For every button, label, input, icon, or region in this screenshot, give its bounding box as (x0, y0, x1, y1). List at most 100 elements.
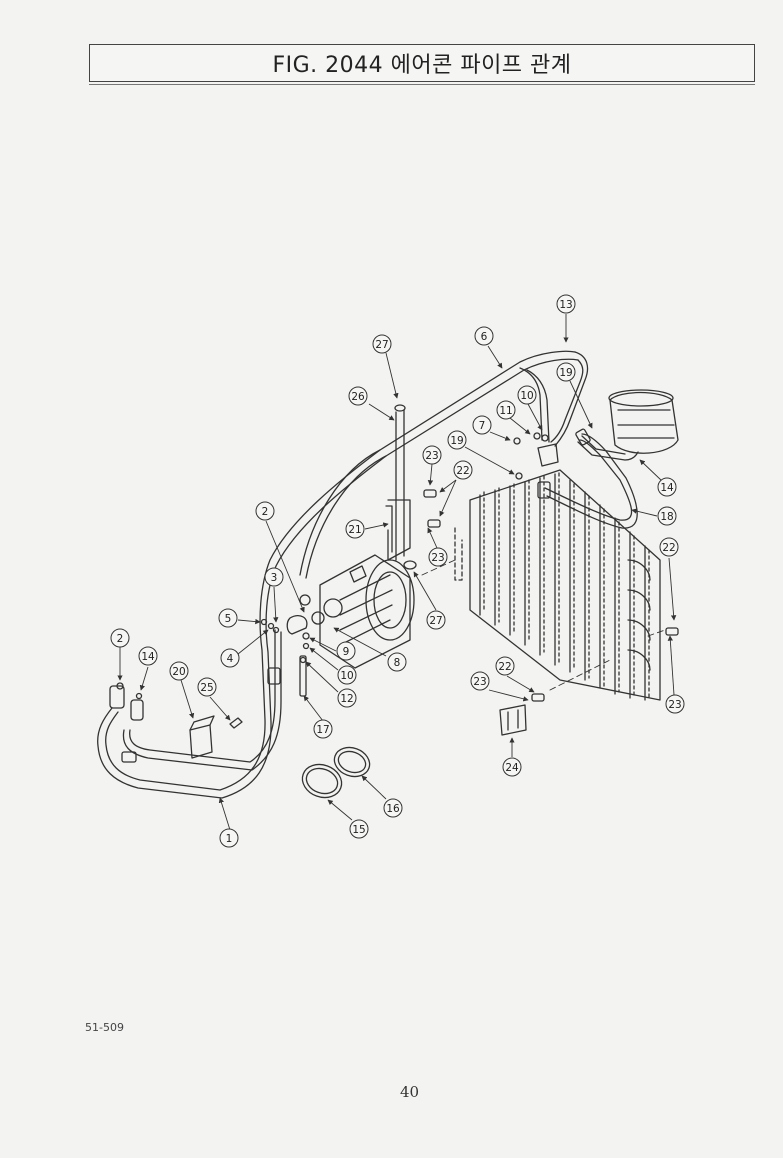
callout-2: 2 (110, 628, 130, 648)
callout-circle (447, 430, 467, 450)
drawing-code: 51-509 (85, 1021, 124, 1034)
callout-number: 2 (117, 633, 124, 645)
callout-circle (348, 386, 368, 406)
callout-circle (428, 547, 448, 567)
callout-number: 14 (660, 482, 674, 494)
compressor (299, 554, 415, 669)
callout-circle (220, 648, 240, 668)
callout-27: 27 (372, 334, 392, 354)
page-number: 40 (400, 1083, 420, 1101)
callout-number: 4 (227, 653, 234, 665)
callout-7: 7 (472, 415, 492, 435)
callout-8: 8 (387, 652, 407, 672)
callout-26: 26 (348, 386, 368, 406)
callout-number: 8 (394, 657, 401, 669)
callout-circle (337, 665, 357, 685)
callout-number: 20 (172, 666, 185, 678)
small-fittings (116, 432, 679, 729)
callout-16: 16 (383, 798, 403, 818)
leader-lines (117, 314, 677, 831)
callout-circle (372, 334, 392, 354)
callout-number: 15 (352, 824, 365, 836)
callout-1: 1 (219, 828, 239, 848)
callout-number: 25 (200, 682, 213, 694)
callout-circle (422, 445, 442, 465)
callout-number: 11 (499, 405, 512, 417)
callout-9: 9 (336, 641, 356, 661)
callout-5: 5 (218, 608, 238, 628)
callout-group: 1362726191011719232214182212327223549810… (110, 294, 685, 848)
callout-22: 22 (495, 656, 515, 676)
callout-number: 23 (473, 676, 486, 688)
callout-circle (349, 819, 369, 839)
callout-number: 13 (559, 299, 572, 311)
bracket-20 (189, 715, 215, 759)
callout-14: 14 (657, 477, 677, 497)
callout-12: 12 (337, 688, 357, 708)
callout-number: 17 (316, 724, 329, 736)
callout-circle (264, 567, 284, 587)
callout-circle (657, 506, 677, 526)
callout-number: 19 (559, 367, 572, 379)
callout-number: 23 (431, 552, 444, 564)
callout-number: 1 (226, 833, 233, 845)
bracket-21 (385, 404, 417, 570)
dashed-alignment-lines (421, 559, 666, 691)
callout-circle (665, 694, 685, 714)
callout-circle (472, 415, 492, 435)
callout-14: 14 (138, 646, 158, 666)
callout-number: 22 (662, 542, 675, 554)
callout-3: 3 (264, 567, 284, 587)
callout-number: 12 (340, 693, 353, 705)
callout-circle (470, 671, 490, 691)
callout-circle (474, 326, 494, 346)
callout-10: 10 (517, 385, 537, 405)
callout-11: 11 (496, 400, 516, 420)
callout-number: 9 (343, 646, 350, 658)
callout-circle (255, 501, 275, 521)
callout-circle (219, 828, 239, 848)
callout-circle (426, 610, 446, 630)
callout-number: 27 (375, 339, 388, 351)
callout-number: 19 (450, 435, 463, 447)
figure-title: FIG. 2044 에어콘 파이프 관계 (272, 53, 572, 78)
callout-21: 21 (345, 519, 365, 539)
pipe-6 (299, 350, 589, 579)
condenser-core (454, 469, 661, 701)
callout-19: 19 (447, 430, 467, 450)
pipe-19 (575, 428, 639, 461)
callout-23: 23 (665, 694, 685, 714)
callout-number: 6 (481, 331, 488, 343)
callout-13: 13 (556, 294, 576, 314)
callout-circle (496, 400, 516, 420)
callout-24: 24 (502, 757, 522, 777)
callout-25: 25 (197, 677, 217, 697)
callout-23: 23 (470, 671, 490, 691)
callout-number: 10 (340, 670, 353, 682)
callout-circle (110, 628, 130, 648)
callout-27: 27 (426, 610, 446, 630)
clamp-16 (333, 746, 371, 778)
bracket-24 (499, 704, 527, 736)
callout-circle (517, 385, 537, 405)
callout-23: 23 (428, 547, 448, 567)
callout-number: 3 (271, 572, 278, 584)
callout-number: 2 (262, 506, 269, 518)
callout-circle (387, 652, 407, 672)
callout-number: 23 (425, 450, 438, 462)
callout-number: 23 (668, 699, 681, 711)
callout-number: 14 (141, 651, 155, 663)
callout-number: 22 (498, 661, 511, 673)
callout-number: 10 (520, 390, 533, 402)
callout-circle (502, 757, 522, 777)
callout-4: 4 (220, 648, 240, 668)
callout-number: 16 (386, 803, 400, 815)
pipe-18 (537, 433, 638, 529)
callout-10: 10 (337, 665, 357, 685)
callout-22: 22 (453, 460, 473, 480)
title-underline (89, 84, 755, 85)
callout-number: 26 (351, 391, 365, 403)
callout-18: 18 (657, 506, 677, 526)
callout-circle (556, 294, 576, 314)
callout-circle (345, 519, 365, 539)
